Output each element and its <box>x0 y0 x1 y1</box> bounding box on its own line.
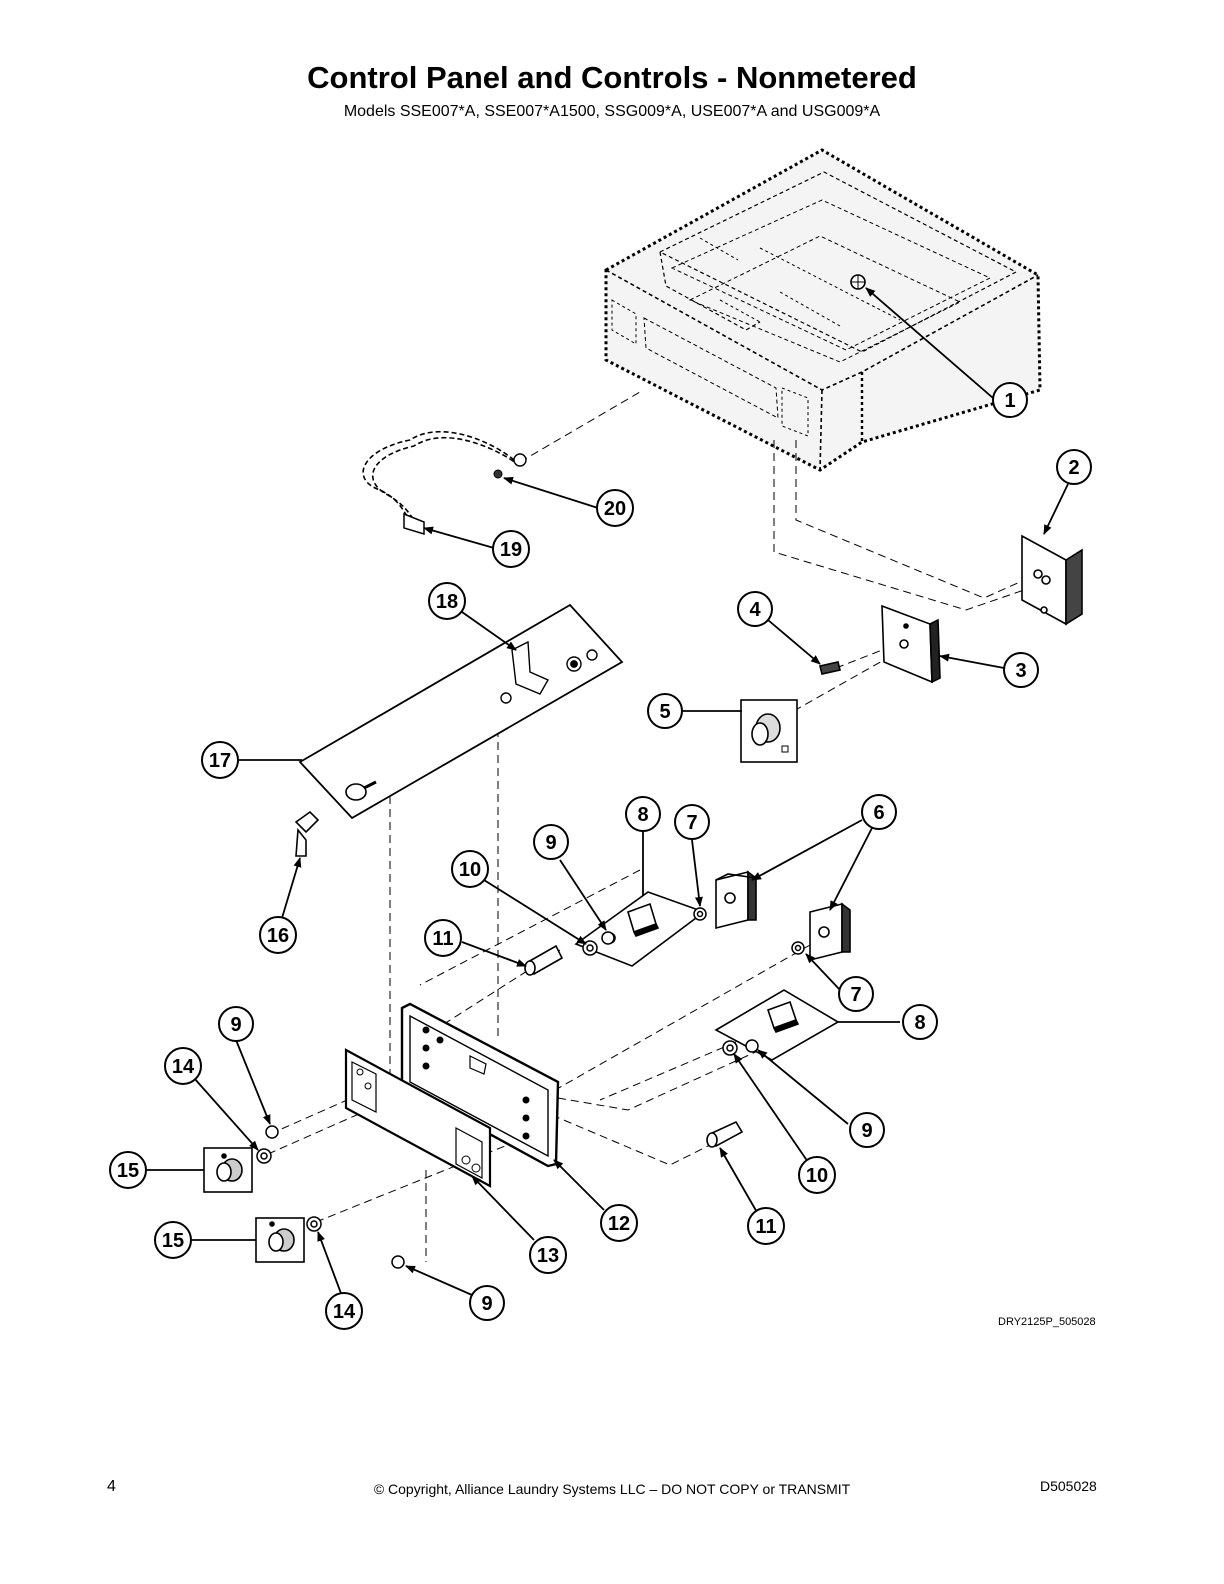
callout-15-upper: 15 <box>109 1151 147 1189</box>
harness-connector <box>403 512 425 536</box>
control-knob-lower <box>255 1217 305 1263</box>
thermostat-sensor <box>345 783 367 801</box>
svg-text:9: 9 <box>481 1293 492 1315</box>
callout-14-upper: 14 <box>164 1047 202 1085</box>
svg-text:5: 5 <box>659 701 670 723</box>
timer-knob <box>740 699 798 763</box>
callout-7-upper: 7 <box>674 804 710 840</box>
svg-text:9: 9 <box>230 1014 241 1036</box>
svg-text:15: 15 <box>162 1230 184 1252</box>
indicator-lamp-lower <box>706 1120 744 1148</box>
control-bracket-panel <box>298 603 624 820</box>
svg-text:7: 7 <box>686 812 697 834</box>
callout-11-lower: 11 <box>747 1207 785 1245</box>
callout-19: 19 <box>492 530 530 568</box>
screw-20-part <box>493 469 503 479</box>
indicator-lamp-upper <box>524 944 564 976</box>
svg-text:8: 8 <box>914 1012 925 1034</box>
document-id: D505028 <box>1040 1478 1097 1494</box>
callout-17: 17 <box>201 741 239 779</box>
svg-text:13: 13 <box>537 1245 559 1267</box>
callout-9-bottom: 9 <box>469 1285 505 1321</box>
svg-text:6: 6 <box>873 802 884 824</box>
callout-4: 4 <box>737 591 773 627</box>
callout-11-upper: 11 <box>424 919 462 957</box>
callout-6: 6 <box>861 794 897 830</box>
leader-lines <box>146 287 1069 1297</box>
callout-3: 3 <box>1003 652 1039 688</box>
elbow-fitting <box>294 810 320 857</box>
ground-ring-terminal <box>513 453 527 467</box>
svg-text:16: 16 <box>267 925 289 947</box>
svg-text:14: 14 <box>333 1301 356 1323</box>
selector-switch-lower <box>809 902 851 962</box>
svg-text:11: 11 <box>755 1216 776 1238</box>
callout-7-lower: 7 <box>838 976 874 1012</box>
svg-text:2: 2 <box>1068 457 1079 479</box>
svg-text:10: 10 <box>806 1165 828 1187</box>
svg-text:14: 14 <box>172 1056 195 1078</box>
svg-text:18: 18 <box>436 591 458 613</box>
svg-text:10: 10 <box>459 859 481 881</box>
svg-text:1: 1 <box>1004 390 1015 412</box>
timer-assembly <box>1021 534 1083 626</box>
selector-switch-upper <box>715 870 757 930</box>
callout-20: 20 <box>596 489 634 527</box>
callout-2: 2 <box>1056 449 1092 485</box>
page-title: Control Panel and Controls - Nonmetered <box>307 60 917 95</box>
bracket-clip <box>511 640 549 695</box>
svg-text:8: 8 <box>637 804 648 826</box>
page-number: 4 <box>107 1478 116 1495</box>
mounting-plate <box>819 604 941 684</box>
callout-13: 13 <box>529 1236 567 1274</box>
svg-text:19: 19 <box>500 539 522 561</box>
callout-16: 16 <box>259 916 297 954</box>
callout-8-lower: 8 <box>902 1004 938 1040</box>
callout-5: 5 <box>647 693 683 729</box>
screw-4-part <box>819 661 841 675</box>
svg-text:7: 7 <box>850 984 861 1006</box>
callout-14-lower: 14 <box>325 1292 363 1330</box>
svg-text:12: 12 <box>608 1213 630 1235</box>
callout-18: 18 <box>428 582 466 620</box>
drawing-reference: DRY2125P_505028 <box>998 1316 1096 1328</box>
rocker-switch-upper <box>574 891 706 967</box>
callout-1: 1 <box>992 382 1028 418</box>
console-housing <box>604 148 1042 472</box>
callout-8-upper: 8 <box>625 796 661 832</box>
svg-text:15: 15 <box>117 1160 139 1182</box>
control-knob-upper <box>203 1147 253 1193</box>
callout-12: 12 <box>600 1204 638 1242</box>
callout-9-switch: 9 <box>533 824 569 860</box>
svg-text:3: 3 <box>1015 660 1026 682</box>
hardware-nuts-washers <box>256 907 805 1269</box>
svg-text:4: 4 <box>749 599 761 621</box>
model-list-subtitle: Models SSE007*A, SSE007*A1500, SSG009*A,… <box>343 103 881 120</box>
svg-text:11: 11 <box>432 928 453 950</box>
svg-text:9: 9 <box>545 832 556 854</box>
svg-text:9: 9 <box>861 1120 872 1142</box>
callout-15-lower: 15 <box>154 1221 192 1259</box>
callout-10-lower: 10 <box>798 1156 836 1194</box>
callout-9-left: 9 <box>218 1006 254 1042</box>
callout-10-upper: 10 <box>451 850 489 888</box>
control-panel-overlay <box>344 1048 492 1188</box>
svg-text:17: 17 <box>209 750 231 772</box>
svg-text:20: 20 <box>604 498 626 520</box>
copyright-notice: © Copyright, Alliance Laundry Systems LL… <box>373 1481 851 1497</box>
wire-harness <box>362 431 527 536</box>
callout-9-right: 9 <box>849 1112 885 1148</box>
